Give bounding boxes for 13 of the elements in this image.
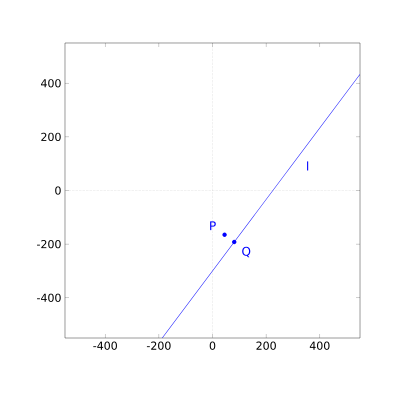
- y-tick-label: 400: [41, 79, 61, 88]
- x-tick-label: -400: [93, 342, 117, 350]
- y-tick-label: -400: [37, 294, 61, 302]
- y-tick-label: 200: [41, 132, 61, 142]
- x-tick-label: 0: [210, 342, 216, 350]
- point-label: P: [210, 221, 216, 230]
- x-tick-label: 400: [310, 342, 330, 350]
- y-tick-label: 0: [55, 186, 61, 195]
- y-tick-label: -200: [37, 240, 61, 248]
- line-label: l: [307, 161, 308, 170]
- point-label: Q: [242, 246, 250, 258]
- x-tick-label: 200: [256, 342, 276, 350]
- x-tick-label: -200: [146, 342, 171, 350]
